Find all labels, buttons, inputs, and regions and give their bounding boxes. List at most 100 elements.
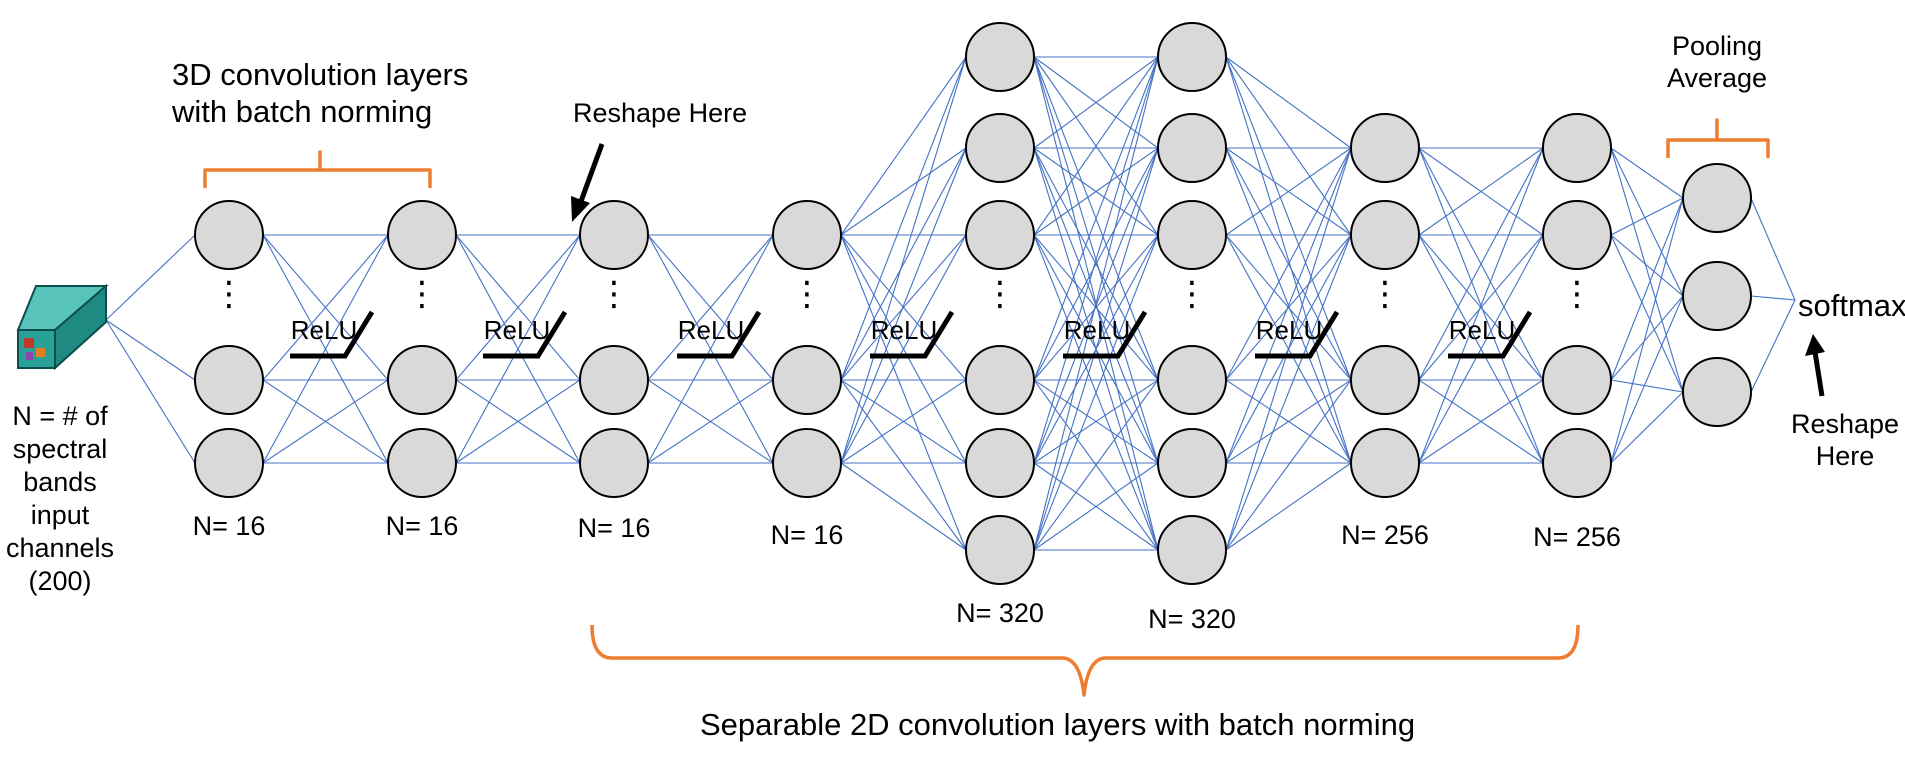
- connection-line: [1033, 56, 1159, 381]
- pooling-label: Pooling Average: [1666, 31, 1768, 94]
- neuron-node: [965, 345, 1035, 415]
- conv3d-bracket: [203, 150, 432, 188]
- ellipsis-dots: ⋮: [1368, 274, 1402, 314]
- neuron-node: [1157, 113, 1227, 183]
- layer-L3: ⋮: [579, 200, 649, 498]
- connection-line: [1033, 462, 1159, 551]
- connection-line: [840, 56, 967, 464]
- connection-line: [1418, 147, 1544, 236]
- relu-symbol-icon: [870, 310, 955, 359]
- reshape-top-label: Reshape Here: [573, 98, 748, 128]
- neuron-node: [1542, 345, 1612, 415]
- neuron-node: [1682, 261, 1752, 331]
- relu-activation: [483, 310, 568, 359]
- connection-line: [1418, 379, 1544, 464]
- relu-activation: [677, 310, 762, 359]
- neuron-node: [579, 200, 649, 270]
- connection-line: [1610, 391, 1684, 464]
- neuron-node: [387, 200, 457, 270]
- connection-line: [1225, 147, 1352, 381]
- layer-P: [1682, 163, 1752, 427]
- conv3d-title: 3D convolution layers with batch norming: [172, 57, 469, 130]
- softmax-connection: [1750, 295, 1796, 301]
- neuron-node: [1157, 200, 1227, 270]
- ellipsis-dots: ⋮: [983, 274, 1017, 314]
- ellipsis-dots: ⋮: [405, 274, 439, 314]
- connection-line: [455, 234, 581, 464]
- sep2d-bracket: [590, 624, 1580, 697]
- connection-line: [1225, 147, 1352, 551]
- sep2d-title: Separable 2D convolution layers with bat…: [700, 707, 1416, 742]
- input-connection: [105, 319, 196, 464]
- connection-line: [1033, 56, 1159, 149]
- neuron-node: [965, 515, 1035, 585]
- ellipsis-dots: ⋮: [790, 274, 824, 314]
- neuron-node: [194, 200, 264, 270]
- connection-line: [1610, 197, 1684, 381]
- connection-line: [1418, 234, 1544, 381]
- layer-count-label: N= 16: [192, 511, 266, 541]
- neuron-node: [1157, 515, 1227, 585]
- connection-line: [1225, 56, 1352, 464]
- neuron-node: [1542, 200, 1612, 270]
- relu-symbol-icon: [1063, 310, 1148, 359]
- neuron-node: [1157, 428, 1227, 498]
- connection-line: [1610, 147, 1684, 199]
- connection-line: [840, 379, 967, 464]
- layer-count-label: N= 256: [1341, 520, 1429, 550]
- connection-line: [840, 234, 967, 381]
- connection-line: [840, 462, 967, 551]
- connection-line: [1610, 295, 1684, 464]
- layer-L4: ⋮: [772, 200, 842, 498]
- neuron-node: [1350, 345, 1420, 415]
- relu-symbol-icon: [1448, 310, 1533, 359]
- layer-L2: ⋮: [387, 200, 457, 498]
- reshape-top-arrow: [571, 143, 605, 222]
- relu-label: ReLU: [1448, 315, 1516, 345]
- neuron-node: [1350, 428, 1420, 498]
- connection-line: [1610, 147, 1684, 393]
- neuron-node: [965, 428, 1035, 498]
- connection-line: [1610, 234, 1684, 393]
- connection-line: [840, 379, 967, 551]
- connection-line: [1033, 56, 1159, 464]
- connection-line: [1610, 379, 1684, 393]
- connection-line: [1225, 462, 1352, 551]
- neuron-node: [194, 345, 264, 415]
- connection-line: [1418, 234, 1544, 464]
- connection-line: [840, 56, 967, 236]
- reshape-bottom-label: Reshape Here: [1790, 409, 1900, 472]
- layer-L5: ⋮: [965, 22, 1035, 585]
- softmax-connection: [1750, 299, 1796, 393]
- layer-count-label: N= 320: [956, 598, 1044, 628]
- relu-label: ReLU: [1255, 315, 1323, 345]
- connection-line: [1033, 56, 1159, 236]
- pooling-bracket: [1666, 118, 1770, 158]
- neuron-node: [772, 428, 842, 498]
- connection-line: [1033, 234, 1159, 381]
- layer-count-label: N= 16: [385, 511, 459, 541]
- connection-line: [840, 56, 967, 381]
- connection-line: [840, 147, 967, 381]
- neuron-node: [1542, 113, 1612, 183]
- connection-line: [647, 234, 774, 464]
- neuron-node: [579, 345, 649, 415]
- softmax-label: softmax: [1798, 288, 1905, 323]
- connection-line: [1033, 147, 1159, 551]
- connection-line: [1225, 147, 1352, 464]
- neuron-node: [387, 428, 457, 498]
- connection-line: [1033, 379, 1159, 551]
- connection-line: [647, 234, 774, 381]
- neuron-node: [772, 200, 842, 270]
- neuron-node: [965, 200, 1035, 270]
- neuron-node: [1350, 200, 1420, 270]
- relu-label: ReLU: [1063, 315, 1131, 345]
- connection-line: [1225, 56, 1352, 149]
- neuron-node: [1682, 163, 1752, 233]
- neuron-node: [965, 113, 1035, 183]
- ellipsis-dots: ⋮: [212, 274, 246, 314]
- relu-label: ReLU: [677, 315, 745, 345]
- connection-line: [1418, 147, 1544, 464]
- neuron-node: [1542, 428, 1612, 498]
- layer-count-label: N= 16: [577, 513, 651, 543]
